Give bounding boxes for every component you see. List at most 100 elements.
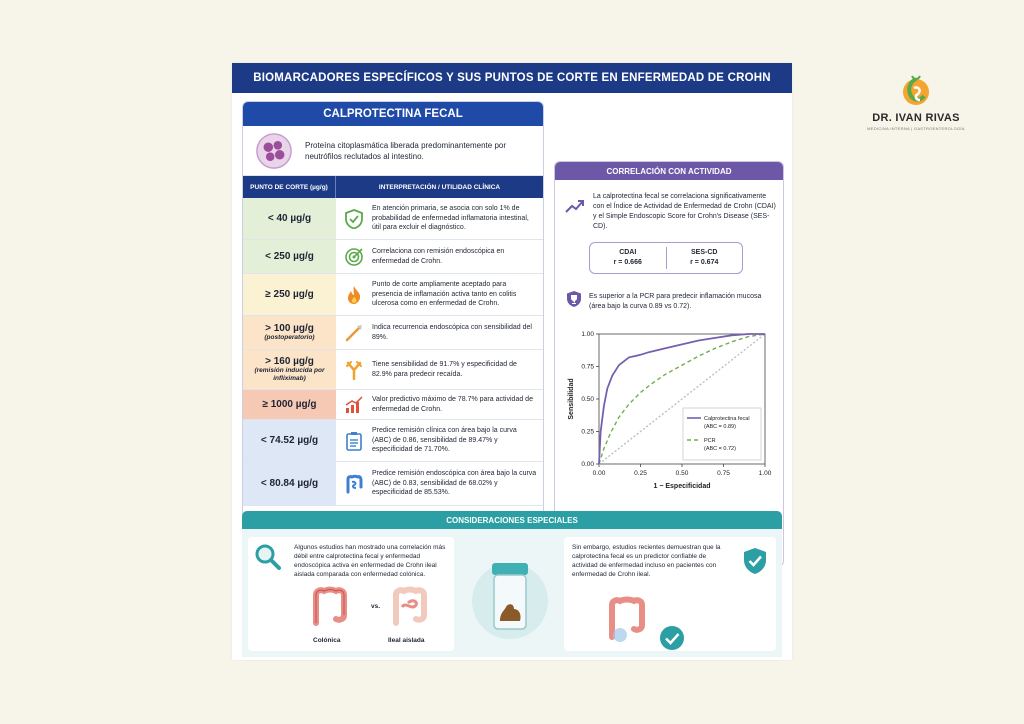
interpretation-text: Predice remisión clínica con área bajo l… xyxy=(372,427,517,454)
interpretation-text: Indica recurrencia endoscópica con sensi… xyxy=(372,324,532,341)
consideration-left-card: Algunos estudios han mostrado una correl… xyxy=(248,537,454,651)
column-header-cutoff: PUNTO DE CORTE (µg/g) xyxy=(243,176,336,198)
table-row: < 40 µg/g En atención primaria, se asocia… xyxy=(243,198,543,240)
shield-check-icon xyxy=(744,548,766,574)
considerations-section: CONSIDERACIONES ESPECIALES Algunos estud… xyxy=(242,511,782,657)
correlation-card: CORRELACIÓN CON ACTIVIDAD La calprotecti… xyxy=(554,161,784,567)
flame-icon xyxy=(348,285,361,304)
bar-chart-icon xyxy=(345,395,363,413)
y-tick-label: 0.75 xyxy=(581,364,594,371)
logo-name: DR. IVAN RIVAS xyxy=(872,112,960,124)
x-tick-label: 1.00 xyxy=(759,470,772,477)
interpretation-text: Valor predictivo máximo de 78.7% para ac… xyxy=(372,396,533,413)
colonic-label: Colónica xyxy=(313,637,341,644)
cutoff-cell: < 40 µg/g xyxy=(243,198,336,239)
antibody-icon xyxy=(346,360,362,380)
interpretation-text: Correlaciona con remisión endoscópica en… xyxy=(372,248,505,265)
interpretation-cell: Punto de corte ampliamente aceptado para… xyxy=(336,274,543,315)
score-cdai: CDAI r = 0.666 xyxy=(590,243,666,273)
versus-label: vs. xyxy=(371,603,381,610)
interpretation-cell: Indica recurrencia endoscópica con sensi… xyxy=(336,316,543,349)
score-name: SES-CD xyxy=(691,249,718,256)
cutoff-value: < 40 µg/g xyxy=(267,213,312,224)
consideration-left-text: Algunos estudios han mostrado una correl… xyxy=(294,544,446,578)
y-tick-label: 1.00 xyxy=(581,331,594,338)
score-name: CDAI xyxy=(619,249,637,256)
cutoff-cell: < 250 µg/g xyxy=(243,240,336,273)
calprotectin-card: CALPROTECTINA FECAL Proteína citoplasmát… xyxy=(242,101,544,567)
colon-inflamed-icon xyxy=(609,596,645,642)
table-row: < 80.84 µg/g Predice remisión endoscópica… xyxy=(243,462,543,506)
cutoff-value: ≥ 1000 µg/g xyxy=(262,399,317,410)
cutoff-note: (remisión inducida por infliximab) xyxy=(254,367,325,382)
target-icon xyxy=(345,247,363,266)
cutoff-value: < 250 µg/g xyxy=(265,251,314,262)
cutoff-value: < 80.84 µg/g xyxy=(260,478,319,489)
x-tick-label: 0.75 xyxy=(717,470,730,477)
cutoff-value: ≥ 250 µg/g xyxy=(265,289,314,300)
logo-subtitle: MEDICINA INTERNA | GASTROENTEROLOGÍA xyxy=(867,126,965,131)
legend-sublabel: (ABC = 0.89) xyxy=(704,424,736,430)
y-tick-label: 0.25 xyxy=(581,429,594,436)
magnifier-icon xyxy=(255,544,281,570)
cutoff-value: < 74.52 µg/g xyxy=(260,435,319,446)
considerations-body: Algunos estudios han mostrado una correl… xyxy=(242,529,782,657)
x-tick-label: 0.50 xyxy=(676,470,689,477)
score-divider xyxy=(665,247,667,269)
interpretation-cell: Predice remisión endoscópica con área ba… xyxy=(336,462,543,505)
table-row: > 160 µg/g(remisión inducida por inflixi… xyxy=(243,350,543,390)
legend-label: Calprotectina fecal xyxy=(704,416,750,422)
column-header-interpretation: INTERPRETACIÓN / UTILIDAD CLÍNICA xyxy=(378,183,501,191)
calprotectin-intro: Proteína citoplasmática liberada predomi… xyxy=(243,126,543,176)
trend-up-icon xyxy=(565,200,584,213)
check-circle-icon xyxy=(660,626,684,650)
cutoff-cell: < 80.84 µg/g xyxy=(243,462,336,505)
infographic-sheet: BIOMARCADORES ESPECÍFICOS Y SUS PUNTOS D… xyxy=(232,63,792,660)
score-value: r = 0.666 xyxy=(613,259,642,266)
considerations-heading: CONSIDERACIONES ESPECIALES xyxy=(242,511,782,529)
ileum-icon xyxy=(393,586,427,626)
interpretation-text: Tiene sensibilidad de 91.7% y especifici… xyxy=(372,361,517,378)
interpretation-cell: Tiene sensibilidad de 91.7% y especifici… xyxy=(336,350,543,389)
cutoff-cell: ≥ 250 µg/g xyxy=(243,274,336,315)
cutoff-cell: < 74.52 µg/g xyxy=(243,420,336,461)
legend-sublabel: (ABC = 0.72) xyxy=(704,446,736,452)
stool-sample-jar-icon xyxy=(472,563,548,639)
score-value: r = 0.674 xyxy=(690,259,719,266)
cutoff-table-body: < 40 µg/g En atención primaria, se asocia… xyxy=(243,198,543,506)
series-line-pcr xyxy=(598,333,766,465)
cutoff-value: > 160 µg/g xyxy=(265,356,314,367)
legend-label: PCR xyxy=(704,438,716,444)
table-row: ≥ 250 µg/g Punto de corte ampliamente ace… xyxy=(243,274,543,316)
legend-box xyxy=(682,407,762,461)
table-row: < 250 µg/g Correlaciona con remisión endo… xyxy=(243,240,543,274)
interpretation-cell: Correlaciona con remisión endoscópica en… xyxy=(336,240,543,273)
colon-icon xyxy=(313,586,347,626)
correlation-heading: CORRELACIÓN CON ACTIVIDAD xyxy=(555,162,783,180)
interpretation-cell: Predice remisión clínica con área bajo l… xyxy=(336,420,543,461)
table-header: PUNTO DE CORTE (µg/g) INTERPRETACIÓN / U… xyxy=(243,176,543,198)
reference-diagonal-line xyxy=(598,333,766,465)
scalpel-icon xyxy=(345,324,362,341)
table-row: ≥ 1000 µg/g Valor predictivo máximo de 78… xyxy=(243,390,543,420)
interpretation-text: Punto de corte ampliamente aceptado para… xyxy=(372,281,517,308)
x-tick-label: 0.00 xyxy=(593,470,606,477)
logo-mark-icon xyxy=(903,75,929,105)
roc-chart: 0.000.000.250.250.500.500.750.751.001.00… xyxy=(568,331,772,490)
cutoff-cell: > 100 µg/g(postoperatorio) xyxy=(243,316,336,349)
x-axis-label: 1 − Especificidad xyxy=(654,483,711,490)
x-tick-label: 0.25 xyxy=(634,470,647,477)
score-ses-cd: SES-CD r = 0.674 xyxy=(667,243,743,273)
page-title: BIOMARCADORES ESPECÍFICOS Y SUS PUNTOS D… xyxy=(232,63,792,93)
shield-check-icon xyxy=(345,208,363,229)
table-row: < 74.52 µg/g Predice remisión clínica con… xyxy=(243,420,543,462)
table-row: > 100 µg/g(postoperatorio) Indica recurre… xyxy=(243,316,543,350)
neutrophil-icon xyxy=(256,132,292,169)
correlation-text: La calprotectina fecal se correlaciona s… xyxy=(593,193,776,230)
ileal-label: Ileal aislada xyxy=(388,637,425,644)
y-tick-label: 0.00 xyxy=(581,461,594,468)
cutoff-cell: > 160 µg/g(remisión inducida por inflixi… xyxy=(243,350,336,389)
interpretation-text: En atención primaria, se asocia con solo… xyxy=(372,205,529,232)
consideration-right-text: Sin embargo, estudios recientes demuestr… xyxy=(572,544,721,578)
interpretation-cell: Valor predictivo máximo de 78.7% para ac… xyxy=(336,390,543,419)
